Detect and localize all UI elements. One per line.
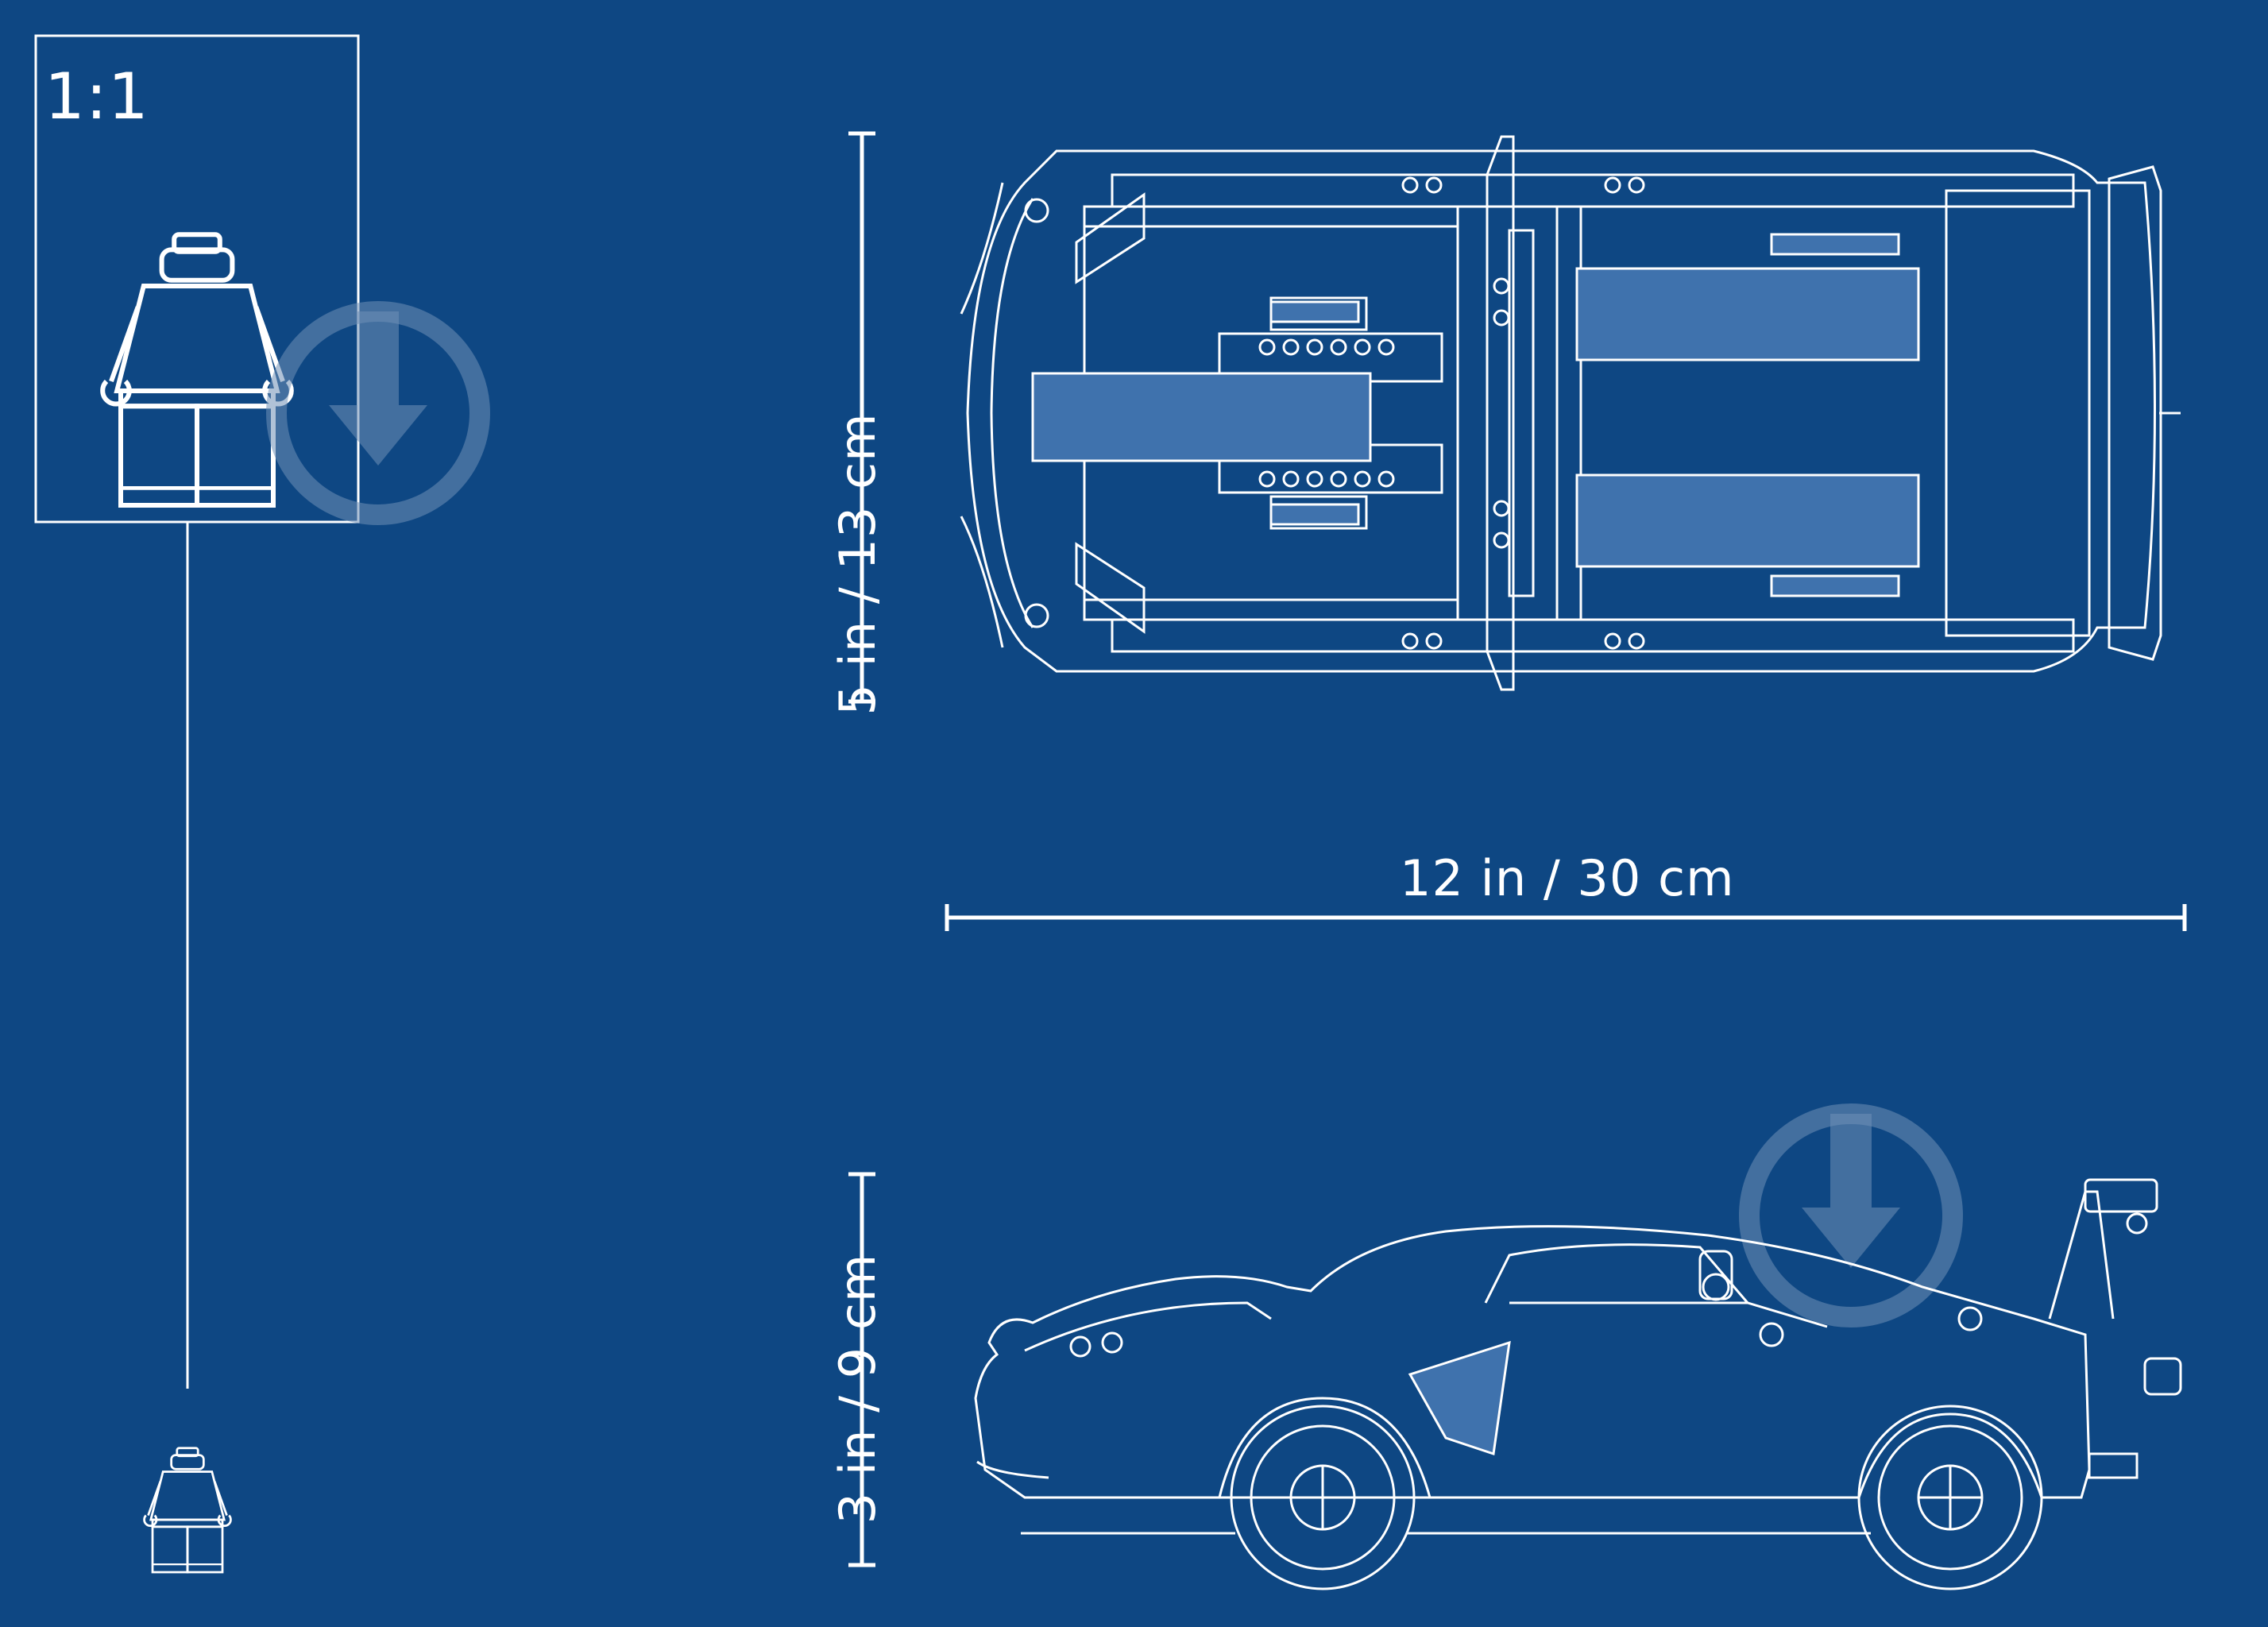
scale-frame — [34, 34, 360, 524]
height-dimension-label: 3 in / 9 cm — [829, 1253, 887, 1525]
watermark-icon — [276, 311, 480, 515]
car-top-view-pins — [1258, 176, 1645, 650]
car-side-view — [974, 1178, 2182, 1590]
width-dimension-line — [848, 131, 875, 704]
car-top-view-panels — [1031, 233, 1920, 597]
length-dimension-label: 12 in / 30 cm — [1400, 849, 1735, 907]
car-top-view — [960, 135, 2181, 691]
car-side-view-panel — [1408, 1340, 1511, 1455]
scale-label: 1:1 — [44, 60, 149, 133]
minifigure-icon — [102, 234, 292, 505]
length-dimension-line — [945, 904, 2187, 931]
height-dimension-line — [848, 1172, 875, 1567]
width-dimension-label: 5 in / 13 cm — [829, 412, 887, 716]
small-minifigure-icon — [143, 1447, 232, 1574]
